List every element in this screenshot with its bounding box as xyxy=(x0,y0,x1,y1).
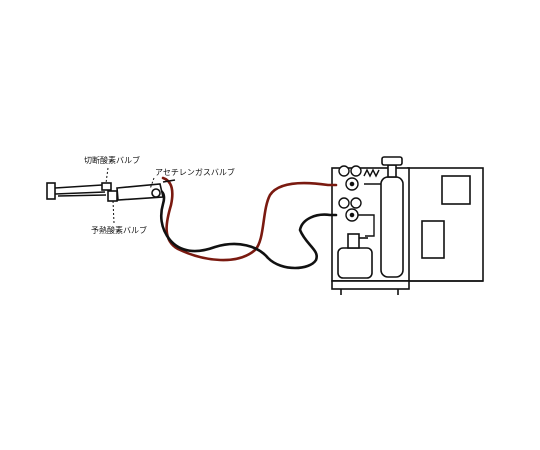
oxygen-hose xyxy=(153,188,338,270)
gauge-upper-left xyxy=(338,165,350,177)
acetylene-cylinder xyxy=(337,233,373,279)
preheat-oxygen-valve-body xyxy=(107,190,118,202)
cylinder-cap xyxy=(381,156,403,166)
label-acetylene-gas-valve: アセチレンガスバルブ xyxy=(155,167,235,177)
acetylene-valve-knob xyxy=(151,188,161,198)
cart-window-lower xyxy=(421,220,445,259)
cart-back-panel xyxy=(407,167,484,282)
gauge-lower-left xyxy=(338,197,350,209)
oxygen-cylinder xyxy=(380,156,404,278)
label-cutting-oxygen-valve: 切断酸素バルブ xyxy=(84,155,140,165)
torch-handle xyxy=(116,183,164,201)
cylinder-neck xyxy=(387,164,397,178)
cutting-torch xyxy=(46,179,176,202)
regulator-coil xyxy=(363,168,380,178)
cart-base xyxy=(331,280,410,290)
gauge-upper-right xyxy=(350,165,362,177)
acetylene-valve-block xyxy=(347,233,360,249)
cart-window-upper xyxy=(441,175,471,205)
torch-nozzle-head xyxy=(46,182,56,200)
label-preheat-oxygen-valve: 予熱酸素バルブ xyxy=(91,225,147,235)
leader-lines xyxy=(105,167,155,224)
regulators xyxy=(338,165,381,237)
cutting-oxygen-valve-body xyxy=(101,182,112,191)
acetylene-hose xyxy=(161,176,338,262)
gauge-lower-right xyxy=(350,197,362,209)
